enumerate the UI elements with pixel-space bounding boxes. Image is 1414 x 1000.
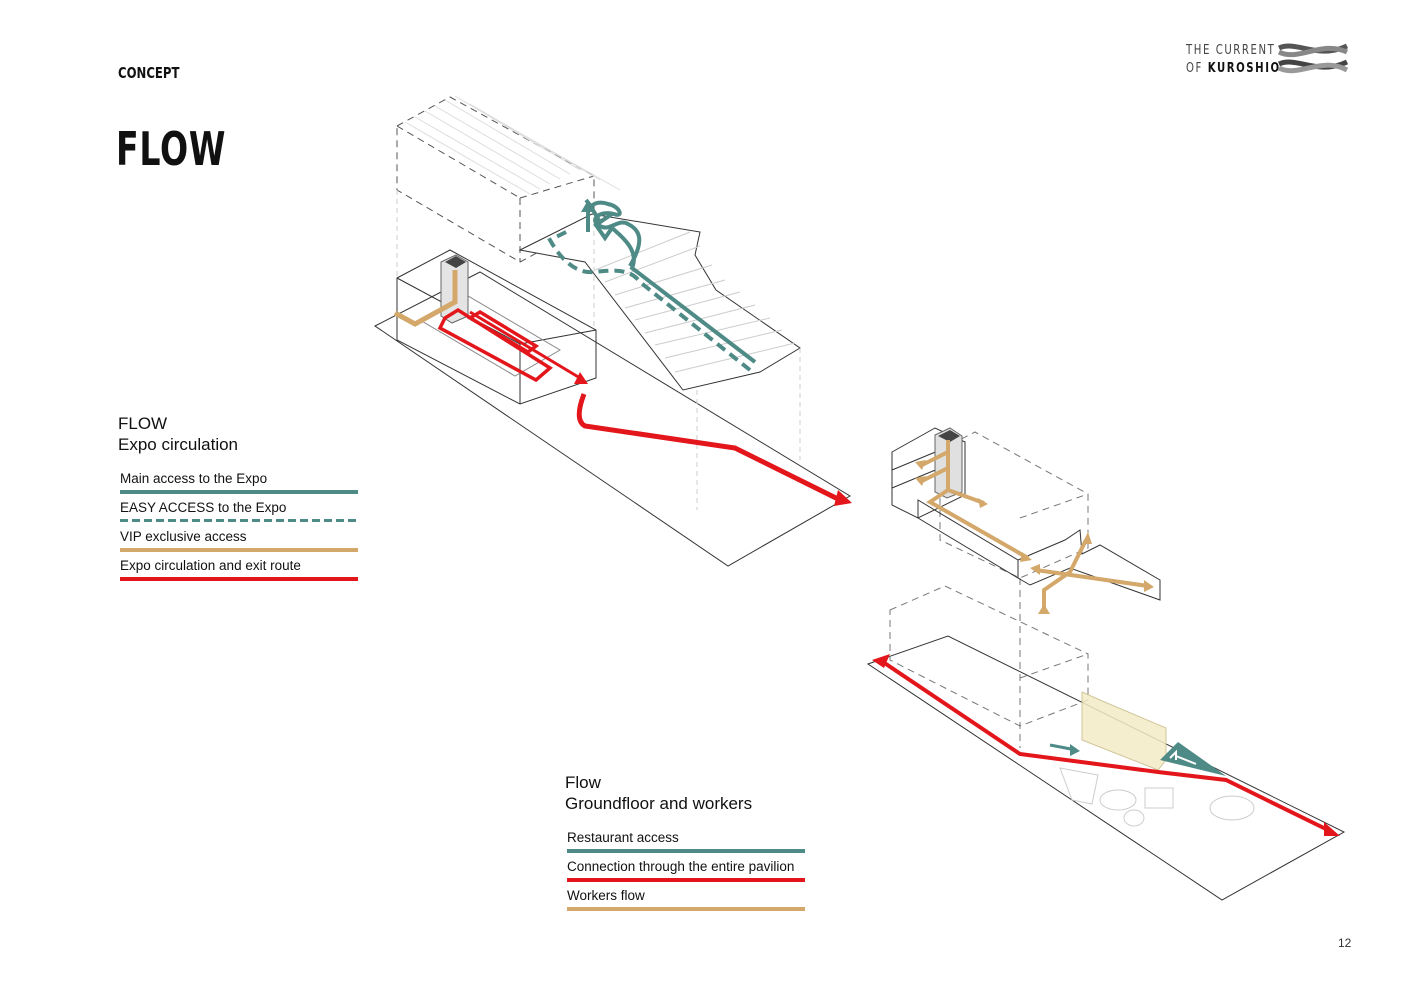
brand-line-1: THE CURRENT <box>1186 43 1276 58</box>
legend-groundfloor-workers: Flow Groundfloor and workers Restaurant … <box>565 772 805 917</box>
connection-arrow-east <box>1324 822 1340 836</box>
legend-swatch-tan-solid <box>567 907 805 911</box>
expo-loop-exit <box>469 310 581 380</box>
expo-exit-route <box>576 393 842 503</box>
legend-item-exit-route: Expo circulation and exit route <box>118 558 358 587</box>
pavilion-connection-route <box>878 658 1333 834</box>
legend-label: EASY ACCESS to the Expo <box>120 500 287 515</box>
ground-site-slab <box>866 635 1346 901</box>
easy-access-route <box>547 228 752 372</box>
expo-level-drawing <box>374 95 852 567</box>
restaurant-access-wedge <box>1160 742 1226 776</box>
legend-swatch-red-solid <box>567 878 805 882</box>
worker-block <box>891 427 1161 601</box>
legend-label: Main access to the Expo <box>120 471 268 486</box>
ramp-surface <box>518 213 801 391</box>
connection-arrow-west <box>872 654 890 668</box>
legend-item-pavilion-connection: Connection through the entire pavilion <box>565 859 805 888</box>
expo-circulation-loop <box>437 307 553 383</box>
vip-access-route <box>393 270 458 327</box>
brand-line-2-prefix: OF <box>1186 61 1208 76</box>
legend-subtitle: Expo circulation <box>118 435 239 454</box>
legend-label: VIP exclusive access <box>120 529 247 544</box>
restaurant-glass-volume <box>1081 691 1167 771</box>
page-title: FLOW <box>116 122 227 176</box>
brand-wordmark: THE CURRENT OF KUROSHIO <box>1186 42 1281 78</box>
legend-title: FLOW <box>118 414 168 433</box>
legend-item-restaurant-access: Restaurant access <box>565 830 805 859</box>
page-number: 12 <box>1338 936 1352 950</box>
legend-swatch-tan-solid <box>120 548 358 552</box>
legend-swatch-teal-solid <box>120 490 358 494</box>
legend-swatch-red-solid <box>120 577 358 581</box>
legend-title: Flow <box>565 773 601 792</box>
brand-line-2: OF KUROSHIO <box>1186 60 1281 78</box>
brand-line-2-strong: KUROSHIO <box>1207 61 1281 76</box>
wave-logo-icon <box>1277 43 1349 74</box>
legend-swatch-teal-solid <box>567 849 805 853</box>
legend-label: Workers flow <box>567 888 645 903</box>
section-label: CONCEPT <box>118 64 180 82</box>
projection-lines <box>396 190 801 510</box>
legend-item-easy-access: EASY ACCESS to the Expo <box>118 500 358 529</box>
legend-subtitle: Groundfloor and workers <box>565 794 753 813</box>
site-furniture <box>1059 767 1255 827</box>
workers-flow-arrowheads <box>915 460 1154 614</box>
legend-label: Expo circulation and exit route <box>120 558 301 573</box>
legend-swatch-teal-dashed <box>120 519 358 522</box>
groundfloor-drawing <box>866 427 1346 901</box>
legend-item-main-access: Main access to the Expo <box>118 471 358 500</box>
roof-slats <box>404 95 621 195</box>
legend-item-workers-flow: Workers flow <box>565 888 805 917</box>
legend-item-vip-access: VIP exclusive access <box>118 529 358 558</box>
legend-expo-circulation: FLOW Expo circulation Main access to the… <box>118 413 358 587</box>
workers-flow-route <box>919 440 1149 608</box>
expo-exit-arrowhead <box>834 490 852 506</box>
legend-label: Restaurant access <box>567 830 679 845</box>
legend-label: Connection through the entire pavilion <box>567 859 795 874</box>
